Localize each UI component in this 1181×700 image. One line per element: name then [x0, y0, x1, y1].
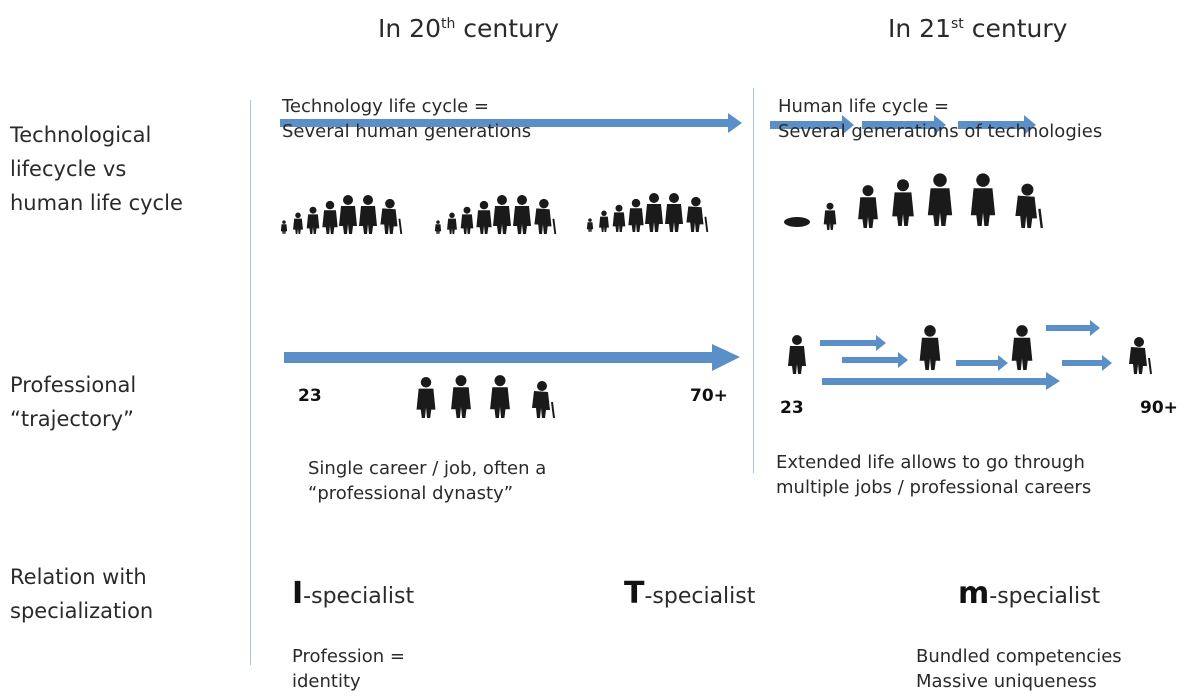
c20-age-start: 23	[298, 386, 322, 406]
c20-tech-title-line-2: Several human generations	[282, 121, 532, 142]
header-21-suffix: century	[963, 14, 1068, 43]
person-silhouette-icon	[586, 193, 709, 233]
arrow-right-icon	[1062, 355, 1112, 371]
row-label-tech-line-3: human life cycle	[10, 191, 183, 215]
i-desc-line-1: Profession =	[292, 646, 405, 667]
arrow-right-icon	[956, 355, 1008, 371]
person-silhouette-icon	[784, 173, 1044, 230]
header-21-prefix: In 21	[888, 14, 951, 43]
person-silhouette-icon	[434, 195, 557, 235]
arrow-right-icon	[1046, 320, 1100, 336]
i-specialist-description: Profession = identity	[292, 644, 542, 694]
row-label-relation-line-1: Relation with	[10, 565, 147, 589]
c21-career-line-1: Extended life allows to go through	[776, 452, 1085, 473]
divider-middle	[753, 88, 754, 473]
i-desc-line-2: identity	[292, 671, 361, 692]
row-label-prof-line-2: “trajectory”	[10, 407, 134, 431]
row-label-prof-line-1: Professional	[10, 373, 137, 397]
c20-career-line-2: “professional dynasty”	[308, 483, 514, 504]
person-silhouette-icon	[416, 375, 555, 419]
arrow-right-icon	[958, 115, 1036, 135]
arrow-right-icon	[862, 115, 946, 135]
m-specialist-description: Bundled competencies Massive uniqueness	[916, 644, 1176, 694]
header-20-suffix: century	[455, 14, 559, 43]
i-specialist: I-specialist	[292, 576, 414, 611]
c21-career-text: Extended life allows to go through multi…	[776, 450, 1176, 500]
row-label-tech-line-1: Technological	[10, 123, 152, 147]
c20-age-end: 70+	[690, 386, 728, 406]
i-specialist-letter: I	[292, 576, 304, 611]
row-label-professional: Professional “trajectory”	[10, 368, 240, 436]
divider-left	[250, 100, 251, 665]
c21-age-start: 23	[780, 398, 804, 418]
c21-tech-title-line-1: Human life cycle =	[778, 96, 950, 117]
c21-tech-title: Human life cycle = Several generations o…	[778, 94, 1178, 144]
header-21st-century: In 21st century	[888, 14, 1067, 43]
header-21-sup: st	[950, 16, 964, 32]
person-silhouette-icon	[280, 195, 403, 235]
c20-tech-title: Technology life cycle = Several human ge…	[282, 94, 742, 144]
arrow-right-icon	[284, 344, 740, 371]
row-label-relation-line-2: specialization	[10, 599, 154, 623]
arrow-right-icon	[280, 113, 742, 133]
header-20-sup: th	[440, 16, 456, 32]
arrow-right-icon	[822, 372, 1060, 390]
m-desc-line-1: Bundled competencies	[916, 646, 1122, 667]
c20-career-text: Single career / job, often a “profession…	[308, 456, 708, 506]
row-label-technological: Technological lifecycle vs human life cy…	[10, 118, 240, 220]
arrow-right-icon	[842, 352, 908, 368]
t-specialist-letter: T	[624, 576, 645, 611]
arrow-right-icon	[770, 115, 854, 135]
i-specialist-suffix: -specialist	[303, 584, 415, 609]
c21-tech-title-line-2: Several generations of technologies	[778, 121, 1103, 142]
m-desc-line-2: Massive uniqueness	[916, 671, 1097, 692]
c20-career-line-1: Single career / job, often a	[308, 458, 547, 479]
m-specialist-letter: m	[958, 576, 990, 611]
t-specialist: T-specialist	[624, 576, 755, 611]
row-label-relation: Relation with specialization	[10, 560, 240, 628]
c21-age-end: 90+	[1140, 398, 1178, 418]
header-20-prefix: In 20	[378, 14, 441, 43]
arrow-right-icon	[820, 335, 886, 351]
c20-tech-title-line-1: Technology life cycle =	[282, 96, 490, 117]
person-silhouette-icon	[788, 325, 1152, 375]
t-specialist-suffix: -specialist	[644, 584, 756, 609]
row-label-tech-line-2: lifecycle vs	[10, 157, 127, 181]
c21-career-line-2: multiple jobs / professional careers	[776, 477, 1092, 498]
m-specialist: m-specialist	[958, 576, 1100, 611]
m-specialist-suffix: -specialist	[989, 584, 1101, 609]
header-20th-century: In 20th century	[378, 14, 559, 43]
